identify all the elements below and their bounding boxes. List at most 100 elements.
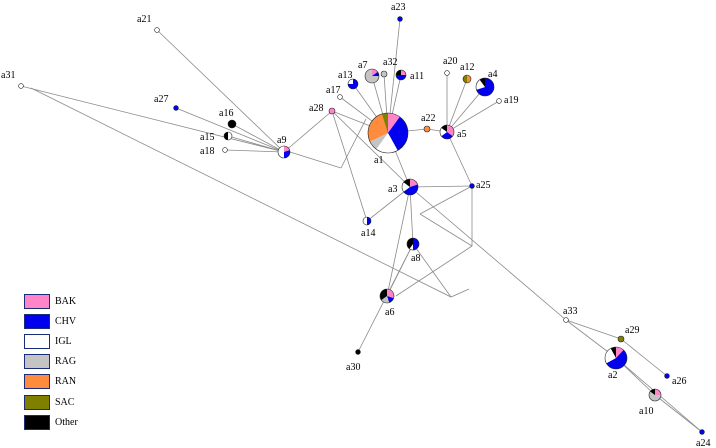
haplotype-a26: a26	[664, 373, 686, 387]
node-outline-a19	[496, 98, 502, 104]
pie-slice-a11-chv	[396, 75, 406, 80]
haplotype-a12: a12	[460, 62, 474, 84]
pie-slice-a29-sac	[618, 336, 624, 342]
node-outline-a23	[397, 16, 403, 22]
edge-a9-a21	[156, 29, 285, 153]
pie-slice-a9-igl	[278, 146, 284, 158]
pie-slice-a27-chv	[173, 105, 179, 111]
node-label-a4: a4	[488, 69, 497, 80]
node-outline-a7	[364, 68, 380, 84]
pie-slice-a20-igl	[444, 70, 450, 76]
pie-slice-a30-other	[355, 349, 361, 355]
haplotype-a32: a32	[380, 57, 397, 78]
edge-a5-a25	[446, 131, 473, 187]
edge-a9-a16	[231, 123, 285, 153]
edge-path-7	[386, 243, 414, 297]
node-label-a28: a28	[309, 103, 323, 114]
node-outline-a10	[648, 388, 662, 402]
node-label-a12: a12	[460, 62, 474, 73]
haplotype-a1: a1	[367, 112, 409, 166]
legend-item-bak: BAK	[24, 291, 78, 311]
legend-item-rag: RAG	[24, 352, 78, 372]
haplotype-a3: a3	[388, 178, 419, 196]
haplotype-a27: a27	[154, 94, 179, 111]
edge-path-4	[412, 243, 452, 298]
node-label-a23: a23	[391, 2, 405, 13]
pie-slice-a6-rag	[381, 296, 390, 304]
legend: BAK CHV IGL RAG RAN SAC Other	[24, 291, 78, 432]
legend-label: IGL	[55, 335, 72, 347]
node-label-a29: a29	[625, 325, 639, 336]
pie-slice-a16-other	[228, 120, 236, 128]
node-outline-a8	[406, 237, 420, 251]
pie-slice-a1-ran	[368, 113, 388, 142]
node-outline-a6	[379, 288, 395, 304]
legend-item-sac: SAC	[24, 392, 78, 412]
node-label-a26: a26	[672, 376, 686, 387]
node-label-a16: a16	[219, 108, 233, 119]
node-outline-a22	[423, 125, 431, 133]
pie-slice-a10-bak	[655, 389, 661, 395]
node-outline-a9	[277, 145, 291, 159]
pie-slice-a15-igl	[228, 132, 232, 140]
edge-a29-a26	[620, 338, 668, 377]
node-label-a2: a2	[608, 370, 617, 381]
pie-slice-a1-rag	[369, 133, 388, 150]
haplotype-a23: a23	[391, 2, 405, 22]
haplotype-a17: a17	[326, 85, 343, 100]
haplotype-a30: a30	[346, 349, 361, 373]
haplotype-a20: a20	[443, 56, 457, 76]
pie-slice-a11-bak	[401, 70, 406, 75]
pie-slice-a8-igl	[409, 244, 413, 250]
edge-path-1	[340, 118, 367, 169]
legend-item-ran: RAN	[24, 372, 78, 392]
haplotype-a25: a25	[469, 180, 490, 191]
pie-slice-a2-other	[610, 347, 616, 358]
pie-slice-a1-sac	[381, 113, 388, 133]
haplotype-a11: a11	[395, 69, 424, 82]
haplotype-a14: a14	[361, 216, 375, 239]
node-label-a27: a27	[154, 94, 168, 105]
edge-a5-a12	[446, 78, 468, 133]
haplotype-a22: a22	[421, 113, 435, 133]
pie-slice-a31-igl	[18, 83, 24, 89]
node-label-a24: a24	[696, 438, 710, 448]
node-outline-a24	[699, 429, 705, 435]
edge-a28-a3	[331, 110, 411, 188]
pie-slice-a9-bak	[284, 146, 290, 152]
edge-a3-a25	[409, 185, 473, 188]
node-label-a5: a5	[457, 129, 466, 140]
node-label-a13: a13	[338, 70, 352, 81]
node-outline-a32	[380, 70, 388, 78]
node-label-a15: a15	[200, 132, 214, 143]
pie-slice-a19-igl	[496, 98, 502, 104]
node-label-a19: a19	[504, 95, 518, 106]
haplotype-a29: a29	[617, 325, 639, 343]
edge-a9-a31	[20, 85, 285, 153]
node-outline-a5	[439, 124, 455, 140]
pie-slice-a8-chv	[413, 238, 419, 250]
node-label-a10: a10	[639, 406, 653, 417]
edge-path-5	[419, 185, 473, 215]
pie-slice-a18-igl	[222, 147, 228, 153]
edge-a9-a18	[224, 149, 285, 153]
node-label-a33: a33	[563, 306, 577, 317]
node-outline-a4	[475, 77, 495, 97]
pie-slice-a7-rag	[365, 69, 379, 83]
haplotype-a15: a15	[200, 131, 233, 143]
haplotype-a19: a19	[496, 95, 518, 106]
node-label-a7: a7	[358, 60, 367, 71]
edge-a3-a33	[409, 186, 567, 321]
edge-a10-a24	[654, 394, 703, 433]
pie-slice-a14-chv	[367, 217, 371, 225]
pie-slice-a5-igl	[440, 127, 447, 137]
pie-slice-a7-chv	[372, 71, 379, 76]
legend-swatch-chv	[24, 313, 50, 329]
pie-slice-a24-chv	[699, 429, 705, 435]
legend-label: Other	[55, 416, 78, 428]
pie-slice-a32-rag	[381, 71, 387, 77]
pie-slice-a12-ran	[467, 75, 471, 83]
pie-slice-a5-chv	[441, 132, 453, 139]
node-outline-a29	[617, 335, 625, 343]
